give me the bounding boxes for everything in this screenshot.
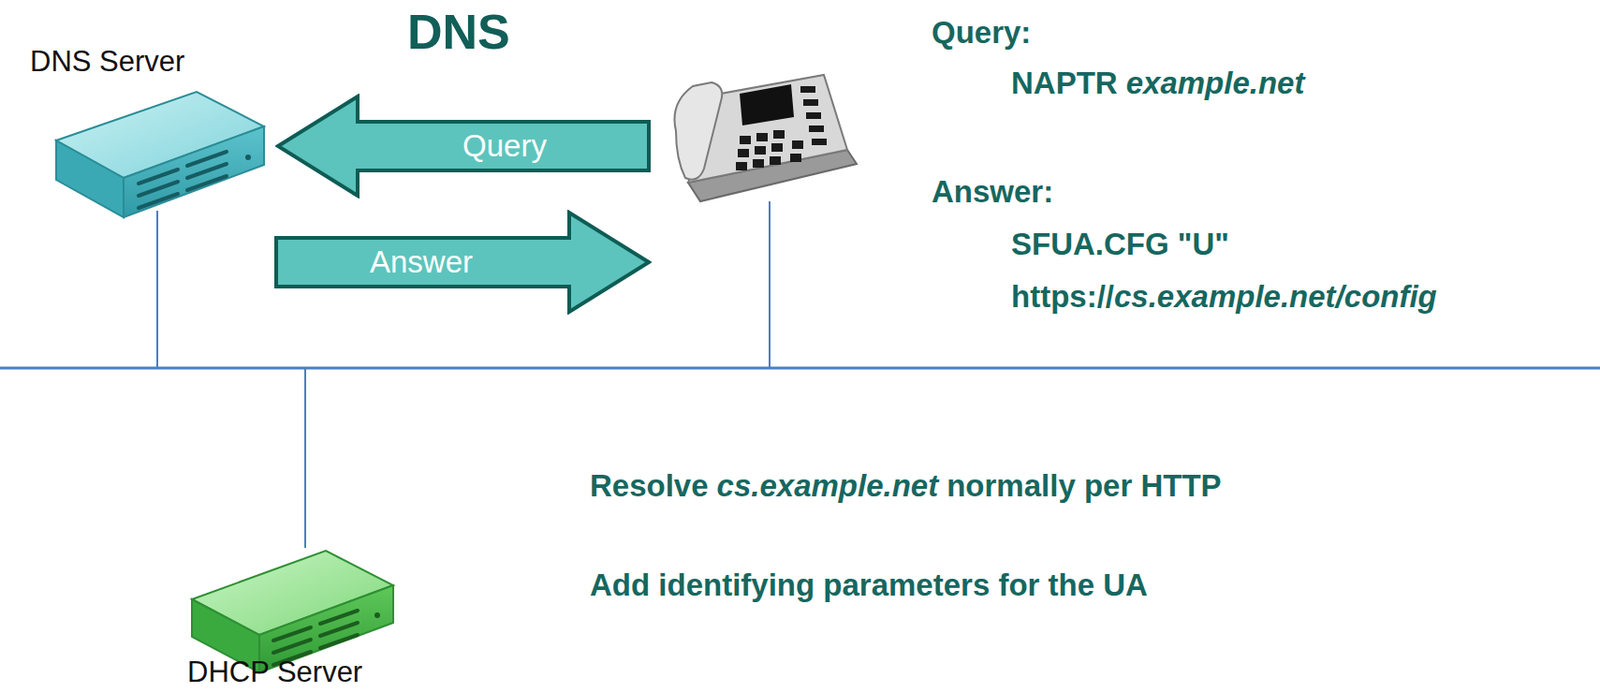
arrow-label: Answer [369,244,473,280]
server-icon [56,91,265,218]
server-label: DHCP Server [187,655,363,690]
note-text: Query: [931,14,1031,51]
note-text: NAPTR [1011,65,1118,102]
arrow-label: Query [462,128,547,164]
arrow-text-area: Query [357,121,652,171]
note-text: Add identifying parameters for the UA [589,567,1148,603]
network-bus [0,366,1600,370]
block-arrow: Answer [273,209,652,315]
phone-icon [674,74,857,202]
note-text: Answer: [931,174,1054,210]
note-text: SFUA.CFG "U" [1011,226,1230,263]
network-drop [768,201,771,368]
note-text: example.net [1126,65,1306,102]
server-node: DHCP Server [187,655,363,690]
note-text: Resolve [589,468,709,504]
note-text: cs.example.net/config [1114,278,1438,315]
network-drop [156,210,159,368]
diagram-title: DNS [407,3,511,60]
note-text: https:// [1011,278,1115,315]
arrow-text-area: Answer [273,237,570,287]
note-text: normally per HTTP [946,468,1221,504]
server-label: DNS Server [29,44,185,79]
server-node: DNS Server [29,44,185,79]
arrow-outline [278,96,649,196]
block-arrow: Query [275,93,652,199]
note-text: cs.example.net [717,468,940,504]
network-drop [304,367,307,548]
arrow-outline [276,212,649,312]
server-icon [191,550,394,673]
